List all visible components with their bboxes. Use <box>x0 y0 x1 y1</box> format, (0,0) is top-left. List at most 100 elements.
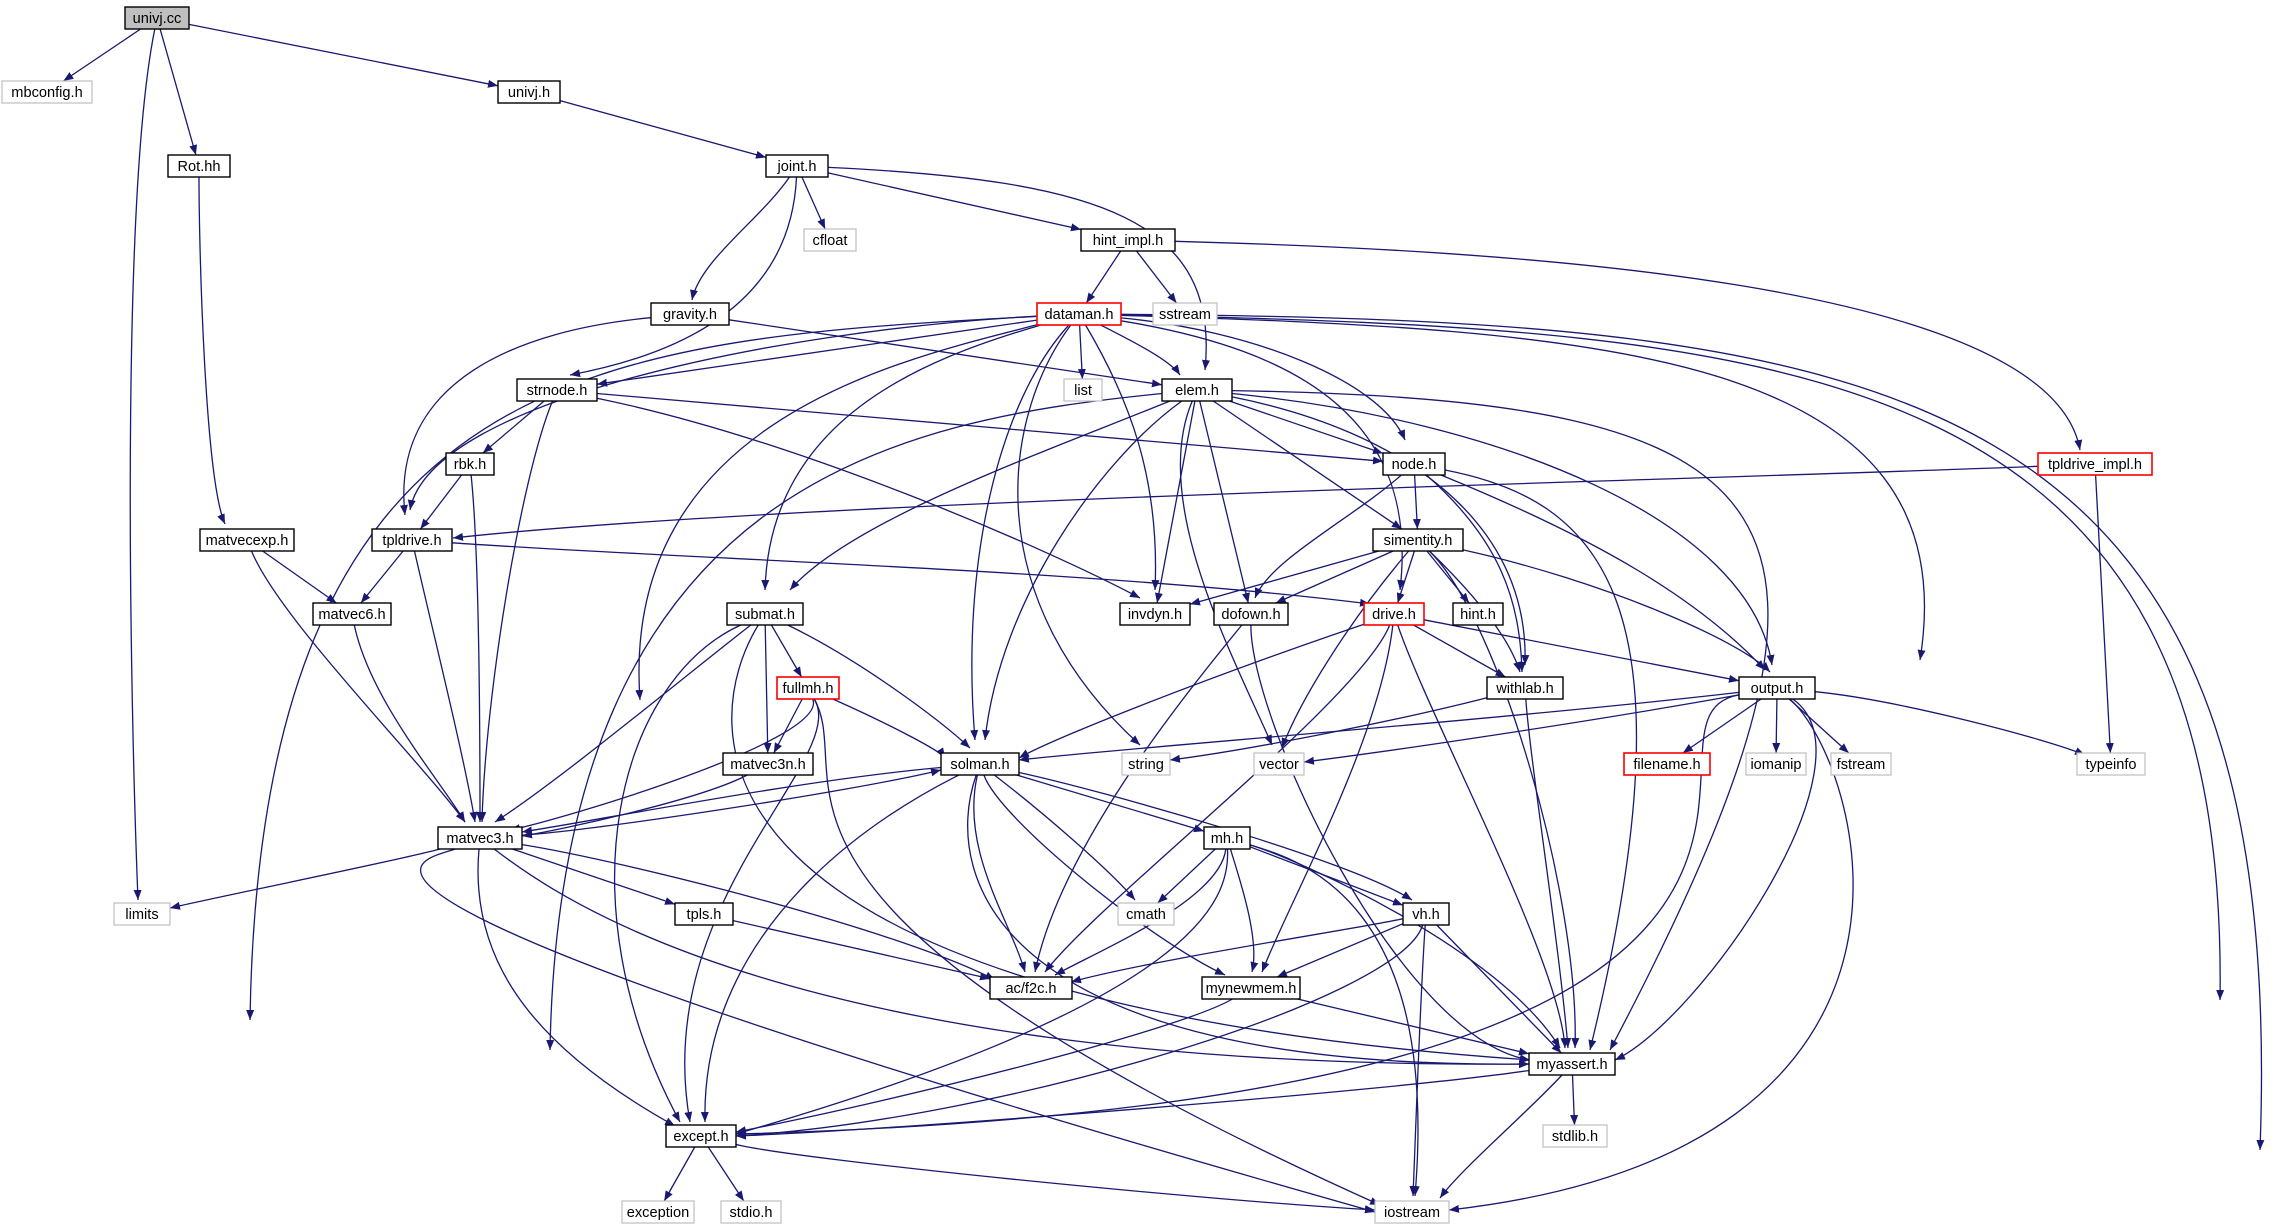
node-label: matvecexp.h <box>206 533 289 549</box>
node-label: filename.h <box>1633 757 1700 773</box>
edge-dataman-h-to-elem-h <box>1100 324 1181 376</box>
edges-layer <box>63 23 2265 1214</box>
node-label: fullmh.h <box>782 681 833 697</box>
edge-fullmh-h-to-solman-h <box>832 698 946 759</box>
edge-node-h-to-withlab-h <box>1425 474 1526 673</box>
edge-solman-h-to-mh-h <box>1016 774 1205 833</box>
node-label: submat.h <box>735 607 795 623</box>
node-ac-f2c-h[interactable]: ac/f2c.h <box>989 976 1073 1000</box>
node-tpldrive-impl-h[interactable]: tpldrive_impl.h <box>2037 452 2153 476</box>
edge-dataman-h-to-myassert-h <box>1120 314 2225 1001</box>
edge-simentity-h-to-invdyn-h <box>1189 550 1380 606</box>
node-submat-h[interactable]: submat.h <box>726 602 804 626</box>
node-box <box>1402 902 1450 926</box>
node-label: simentity.h <box>1384 533 1453 549</box>
edge-elem-h-to-submat-h <box>789 400 1171 591</box>
edge-vh-h-to-ac-f2c-h <box>1070 918 1404 984</box>
node-filename-h[interactable]: filename.h <box>1623 752 1711 776</box>
node-gravity-h[interactable]: gravity.h <box>650 302 730 326</box>
node-hint-impl-h[interactable]: hint_impl.h <box>1080 228 1176 252</box>
edge-strnode-h-to-node-h <box>596 392 1384 465</box>
edge-vh-h-to-iostream <box>1409 924 1426 1197</box>
node-elem-h[interactable]: elem.h <box>1161 378 1233 402</box>
node-joint-h[interactable]: joint.h <box>765 154 829 178</box>
node-except-h[interactable]: except.h <box>665 1124 737 1148</box>
node-mh-h[interactable]: mh.h <box>1203 826 1251 850</box>
node-cfloat: cfloat <box>803 228 857 252</box>
node-hint-h[interactable]: hint.h <box>1452 602 1504 626</box>
node-matvec3-h[interactable]: matvec3.h <box>437 826 523 850</box>
node-box <box>776 676 840 700</box>
edge-mh-h-to-cmath <box>1157 848 1216 904</box>
edge-elem-h-to-invdyn-h <box>1155 400 1196 604</box>
node-label: stdio.h <box>730 1205 773 1221</box>
node-label: hint_impl.h <box>1093 233 1164 249</box>
edge-elem-h-to-solman-h <box>982 400 1183 741</box>
node-matvec3n-h[interactable]: matvec3n.h <box>722 752 814 776</box>
edge-elem-h-to-dofown-h <box>1199 400 1250 604</box>
node-univj-h[interactable]: univj.h <box>497 80 561 104</box>
node-box <box>665 1124 737 1148</box>
edge-tpldrive-impl-h-to-typeinfo <box>2094 474 2114 754</box>
edge-elem-h-to-except-h <box>546 392 1163 1051</box>
node-vh-h[interactable]: vh.h <box>1402 902 1450 926</box>
edge-mynewmem-h-to-myassert-h <box>1297 998 1530 1056</box>
node-box <box>720 1200 782 1224</box>
edge-fullmh-h-to-iostream <box>813 698 1381 1206</box>
edge-submat-h-to-except-h <box>614 624 742 1123</box>
node-label: joint.h <box>777 159 817 175</box>
edge-univj-cc-to-univj-h <box>188 23 499 88</box>
edge-output-h-to-iomanip <box>1772 698 1781 754</box>
edge-dataman-h-to-submat-h <box>761 324 1042 591</box>
edge-tpldrive-h-to-matvec3-h <box>413 550 478 823</box>
node-rbk-h[interactable]: rbk.h <box>445 452 495 476</box>
edge-matvec3-h-to-tpls-h <box>512 848 676 905</box>
edge-dataman-h-to-invdyn-h <box>1084 324 1160 591</box>
node-label: tpls.h <box>687 907 722 923</box>
node-drive-h[interactable]: drive.h <box>1363 602 1425 626</box>
node-solman-h[interactable]: solman.h <box>940 752 1020 776</box>
node-tpls-h[interactable]: tpls.h <box>674 902 734 926</box>
node-vector: vector <box>1253 752 1305 776</box>
edge-univj-cc-to-mbconfig-h <box>63 28 141 82</box>
node-box <box>1528 1052 1616 1076</box>
node-simentity-h[interactable]: simentity.h <box>1372 528 1464 552</box>
edge-except-h-to-stdio-h <box>707 1146 745 1202</box>
node-withlab-h[interactable]: withlab.h <box>1486 676 1564 700</box>
node-output-h[interactable]: output.h <box>1738 676 1816 700</box>
edge-joint-h-to-gravity-h <box>690 176 791 301</box>
node-dofown-h[interactable]: dofown.h <box>1213 602 1289 626</box>
edge-gravity-h-to-tpldrive-h <box>399 317 652 516</box>
edge-tpls-h-to-ac-f2c-h <box>732 919 991 981</box>
node-box <box>765 154 829 178</box>
edge-dataman-h-to-tpldrive-h <box>407 315 1038 511</box>
node-label: node.h <box>1392 457 1437 473</box>
edge-output-h-to-typeinfo <box>1814 691 2086 756</box>
node-strnode-h[interactable]: strnode.h <box>516 378 598 402</box>
node-label: drive.h <box>1372 607 1416 623</box>
node-mynewmem-h[interactable]: mynewmem.h <box>1201 976 1301 1000</box>
node-univj-cc[interactable]: univj.cc <box>124 6 190 30</box>
node-node-h[interactable]: node.h <box>1382 452 1446 476</box>
node-invdyn-h[interactable]: invdyn.h <box>1119 602 1191 626</box>
node-fullmh-h[interactable]: fullmh.h <box>776 676 840 700</box>
edge-simentity-h-to-drive-h <box>1396 550 1416 604</box>
node-dataman-h[interactable]: dataman.h <box>1036 302 1122 326</box>
edge-dataman-h-to-output-h <box>1120 314 1926 661</box>
edge-node-h-to-simentity-h <box>1412 474 1421 530</box>
node-box <box>1623 752 1711 776</box>
edge-drive-h-to-output-h <box>1423 619 1740 683</box>
node-myassert-h[interactable]: myassert.h <box>1528 1052 1616 1076</box>
node-list: list <box>1063 378 1103 402</box>
edge-dofown-h-to-ac-f2c-h <box>1033 624 1243 973</box>
node-box <box>803 228 857 252</box>
node-matvecexp-h[interactable]: matvecexp.h <box>199 528 295 552</box>
node-rot-hh[interactable]: Rot.hh <box>167 154 231 178</box>
node-tpldrive-h[interactable]: tpldrive.h <box>371 528 453 552</box>
node-box <box>1152 302 1218 326</box>
node-matvec6-h[interactable]: matvec6.h <box>312 602 392 626</box>
edge-dataman-h-to-strnode-h <box>596 319 1038 387</box>
node-box <box>1201 976 1301 1000</box>
node-limits: limits <box>113 902 171 926</box>
